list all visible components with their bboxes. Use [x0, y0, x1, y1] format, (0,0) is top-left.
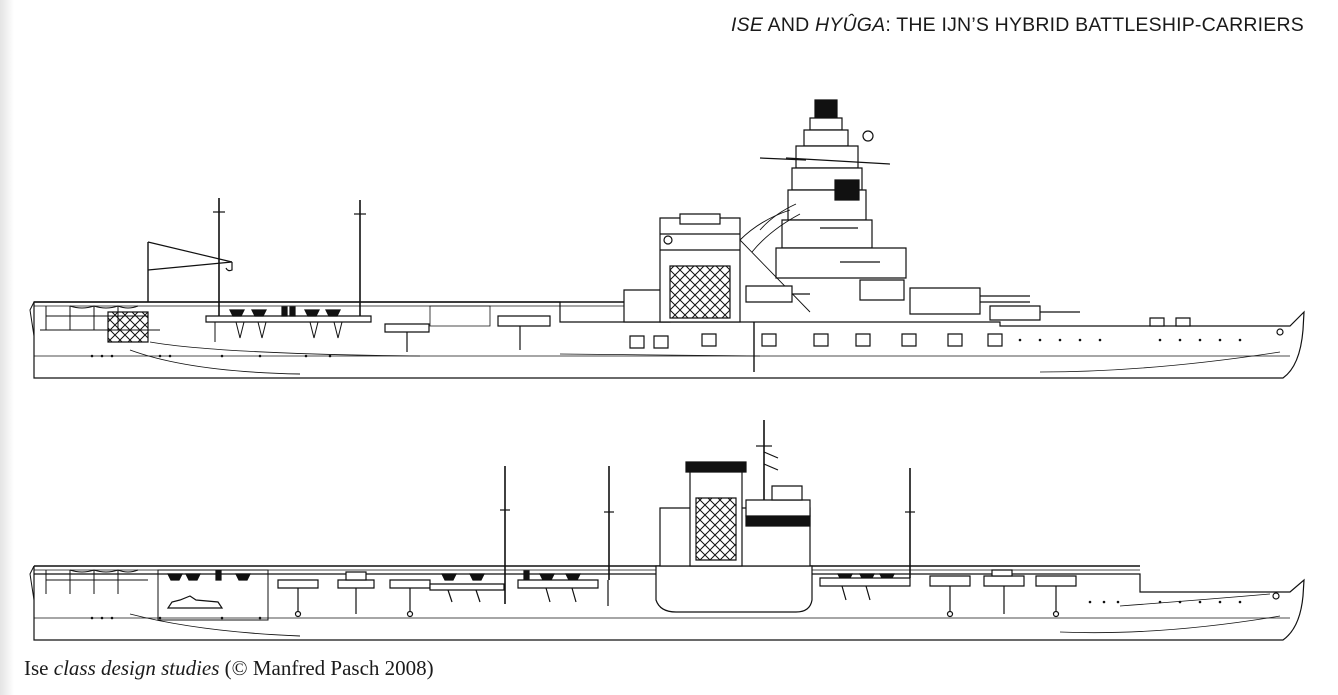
- sponsons-2: [278, 570, 1076, 617]
- portholes-1: [90, 338, 1242, 358]
- running-head-rest: : THE IJN’S HYBRID BATTLESHIP-CARRIERS: [885, 14, 1304, 36]
- hangar-frames-2: [46, 570, 268, 620]
- pagoda-mast-1: [740, 100, 906, 312]
- turrets-1: [746, 280, 1190, 326]
- running-head-ship1: ISE: [731, 14, 764, 36]
- boat-2: [168, 596, 222, 608]
- figure-caption: Ise class design studies (© Manfred Pasc…: [24, 656, 434, 681]
- running-head-and: AND: [763, 14, 816, 36]
- casemates-1: [630, 334, 1002, 348]
- superstructure-block-1: [660, 214, 740, 322]
- aircraft-row-1: [230, 307, 340, 316]
- portholes-2: [90, 600, 1242, 620]
- page-edge: [0, 0, 14, 695]
- masts-1: [213, 198, 366, 316]
- crane-1: [148, 242, 232, 302]
- design-study-1-drawing: [30, 100, 1304, 378]
- running-head-ship2: HYÛGA: [815, 14, 886, 36]
- caption-credit: (© Manfred Pasch 2008): [219, 656, 434, 680]
- island-2: [656, 420, 812, 612]
- masts-2: [500, 466, 915, 604]
- caption-lead: Ise: [24, 656, 49, 680]
- caption-italic: class design studies: [48, 656, 220, 680]
- gun-tubs-1: [215, 322, 342, 342]
- running-head: ISE AND HYÛGA: THE IJN’S HYBRID BATTLESH…: [731, 14, 1304, 37]
- design-study-2-drawing: [30, 420, 1304, 640]
- elevator-hatch-1: [108, 312, 148, 342]
